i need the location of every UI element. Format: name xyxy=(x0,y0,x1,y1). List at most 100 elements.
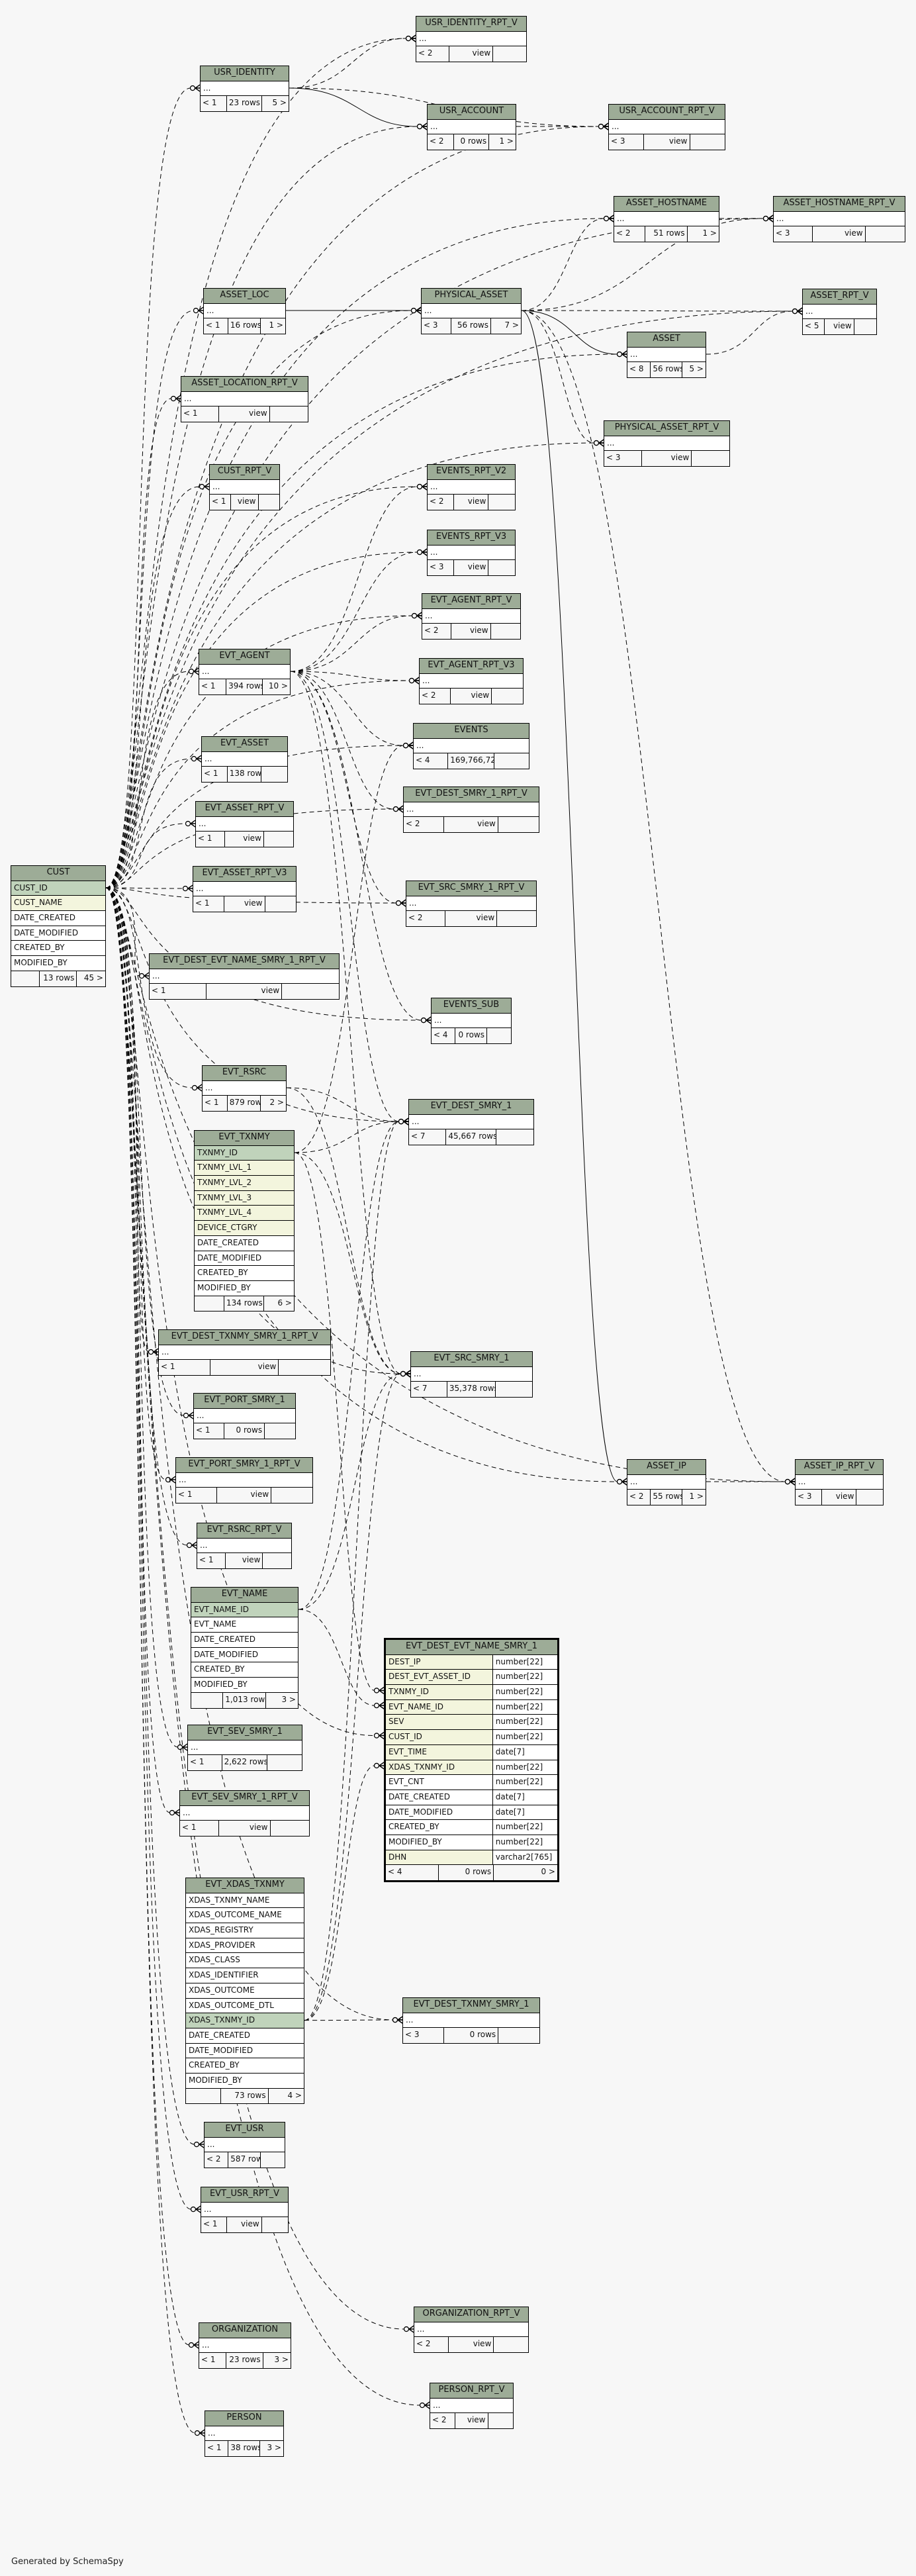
table-columns-collapsed[interactable]: ... xyxy=(416,31,526,47)
children-link[interactable] xyxy=(265,896,297,912)
children-link[interactable] xyxy=(488,495,515,510)
children-link[interactable] xyxy=(866,226,905,242)
parents-link[interactable]: < 2 xyxy=(428,134,454,150)
table-columns-collapsed[interactable]: ... xyxy=(199,664,290,680)
children-link[interactable] xyxy=(493,46,526,62)
parents-link[interactable]: < 3 xyxy=(796,1490,822,1505)
table-columns-collapsed[interactable]: ... xyxy=(428,545,515,561)
parents-link[interactable]: < 3 xyxy=(609,134,644,150)
parents-link[interactable]: < 2 xyxy=(627,1490,651,1505)
parents-link[interactable]: < 1 xyxy=(199,679,227,695)
children-link[interactable] xyxy=(261,2152,285,2168)
table-columns-collapsed[interactable]: ... xyxy=(406,896,536,912)
table-columns-collapsed[interactable]: ... xyxy=(420,673,523,689)
parents-link[interactable]: < 1 xyxy=(201,2217,228,2233)
children-link[interactable]: 3 > xyxy=(274,2355,289,2365)
parents-link[interactable]: < 8 xyxy=(627,362,651,378)
table-columns-collapsed[interactable]: ... xyxy=(803,304,876,320)
parents-link[interactable]: < 4 xyxy=(386,1865,439,1880)
parents-link[interactable]: < 2 xyxy=(430,2413,455,2429)
children-link[interactable] xyxy=(494,2337,528,2352)
children-link[interactable]: 1 > xyxy=(499,136,514,146)
parents-link[interactable]: < 5 xyxy=(803,319,825,335)
table-columns-collapsed[interactable]: ... xyxy=(432,1013,511,1029)
table-columns-collapsed[interactable]: ... xyxy=(205,2137,285,2153)
parents-link[interactable]: < 1 xyxy=(196,832,226,847)
parents-link[interactable]: < 2 xyxy=(406,911,445,927)
children-link[interactable] xyxy=(270,406,308,422)
children-link[interactable]: 2 > xyxy=(269,1098,284,1108)
parents-link[interactable] xyxy=(195,1296,224,1312)
parents-link[interactable]: < 4 xyxy=(414,753,449,769)
table-columns-collapsed[interactable]: ... xyxy=(196,816,293,832)
parents-link[interactable] xyxy=(186,2088,222,2104)
table-columns-collapsed[interactable]: ... xyxy=(411,1366,532,1382)
children-link[interactable] xyxy=(264,832,293,847)
children-link[interactable]: 1 > xyxy=(702,228,717,238)
children-link[interactable] xyxy=(497,911,536,926)
parents-link[interactable]: < 4 xyxy=(432,1028,455,1044)
children-link[interactable] xyxy=(271,1488,312,1503)
parents-link[interactable]: < 1 xyxy=(181,406,220,422)
table-columns-collapsed[interactable]: ... xyxy=(428,479,515,495)
children-link[interactable] xyxy=(856,1490,883,1505)
children-link[interactable]: 0 > xyxy=(541,1867,555,1877)
children-link[interactable]: 1 > xyxy=(689,1492,704,1502)
table-columns-collapsed[interactable]: ... xyxy=(181,391,308,407)
children-link[interactable] xyxy=(488,560,515,575)
table-columns-collapsed[interactable]: ... xyxy=(796,1474,883,1490)
table-columns-collapsed[interactable]: ... xyxy=(403,2013,539,2028)
children-link[interactable]: 3 > xyxy=(267,2443,281,2453)
table-columns-collapsed[interactable]: ... xyxy=(201,2202,288,2218)
children-link[interactable] xyxy=(496,1382,532,1397)
table-columns-collapsed[interactable]: ... xyxy=(194,1408,295,1424)
table-columns-collapsed[interactable]: ... xyxy=(422,608,520,624)
parents-link[interactable] xyxy=(191,1692,224,1708)
parents-link[interactable]: < 1 xyxy=(180,1821,219,1837)
parents-link[interactable]: < 1 xyxy=(199,2353,227,2369)
table-columns-collapsed[interactable]: ... xyxy=(203,1080,286,1096)
parents-link[interactable]: < 3 xyxy=(403,2028,444,2044)
parents-link[interactable]: < 7 xyxy=(411,1382,447,1398)
table-columns-collapsed[interactable]: ... xyxy=(180,1805,309,1821)
children-link[interactable]: 1 > xyxy=(269,320,283,330)
parents-link[interactable]: < 7 xyxy=(409,1129,447,1145)
table-columns-collapsed[interactable]: ... xyxy=(409,1114,533,1130)
table-columns-collapsed[interactable]: ... xyxy=(150,969,339,984)
children-link[interactable]: 4 > xyxy=(287,2090,302,2100)
table-columns-collapsed[interactable]: ... xyxy=(202,751,287,767)
children-link[interactable] xyxy=(262,2217,288,2232)
children-link[interactable] xyxy=(498,817,539,832)
table-columns-collapsed[interactable]: ... xyxy=(404,802,539,818)
parents-link[interactable]: < 3 xyxy=(604,451,642,467)
parents-link[interactable]: < 1 xyxy=(194,1423,224,1439)
parents-link[interactable]: < 3 xyxy=(428,560,454,576)
